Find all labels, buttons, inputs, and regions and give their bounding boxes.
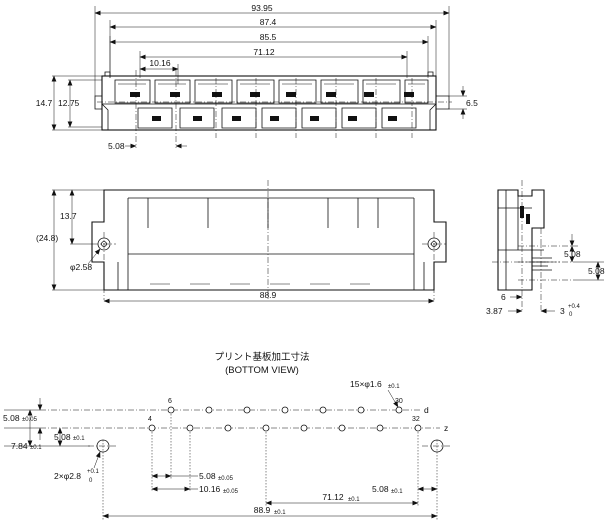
pcb-mount-tol-plus-label: +0.1 <box>87 469 100 475</box>
pcb-row-z-label: z <box>444 423 448 433</box>
pcb-hole <box>224 424 232 432</box>
side-hole-dia-label: φ2.58 <box>70 262 92 272</box>
front-height-147-label: 14.7 <box>36 98 53 108</box>
pcb-mount-holes-label: 2×φ2.8 <box>54 471 81 481</box>
pcb-hole <box>243 406 251 414</box>
pcb-layout: プリント基板加工寸法 (BOTTOM VIEW) d z <box>3 351 452 520</box>
side-height-137-label: 13.7 <box>60 211 77 221</box>
pcb-span-889-tol-label: ±0.1 <box>274 510 286 516</box>
front-upper-cavities <box>114 79 429 104</box>
pcb-hole <box>205 406 213 414</box>
end-dim-3-label: 3 <box>560 306 565 316</box>
pcb-hole <box>357 406 365 414</box>
pcb-subtitle: (BOTTOM VIEW) <box>225 365 299 376</box>
pcb-hole <box>148 424 156 432</box>
front-width-7112-label: 71.12 <box>253 47 275 57</box>
pcb-title: プリント基板加工寸法 <box>214 351 309 363</box>
end-pitch-a-label: 5.08 <box>564 249 581 259</box>
end-tol-plus-label: +0.4 <box>568 304 581 310</box>
front-right-65-label: 6.5 <box>466 98 478 108</box>
pcb-row-d-holes <box>167 406 403 414</box>
pcb-row-offset-label: 5.08 <box>54 432 71 442</box>
pcb-hole <box>395 406 403 414</box>
end-pitch-b-label: 5.08 <box>588 266 605 276</box>
pcb-hole <box>167 406 175 414</box>
pcb-hole <box>186 424 194 432</box>
front-view: 93.95 87.4 85.5 71.12 10.16 <box>36 3 478 151</box>
pcb-hole <box>281 406 289 414</box>
pcb-mount-offset-label: 7.84 <box>11 441 28 451</box>
pcb-holes-main-label: 15×φ1.6 <box>350 379 382 389</box>
pcb-row-z-holes <box>148 424 422 432</box>
pcb-hole <box>376 424 384 432</box>
pcb-pitch-508-label: 5.08 <box>199 471 216 481</box>
end-view: 5.08 5.08 6 3.87 3 +0.4 0 <box>486 180 605 318</box>
pcb-pin-4-label: 4 <box>148 416 152 423</box>
pcb-hole <box>262 424 270 432</box>
pcb-pin-32-label: 32 <box>412 416 420 423</box>
pcb-pin-30-label: 30 <box>395 398 403 405</box>
pcb-row-d-label: d <box>424 405 429 415</box>
end-tol-zero-label: 0 <box>569 312 573 318</box>
front-width-874-label: 87.4 <box>260 17 277 27</box>
pcb-hole <box>414 424 422 432</box>
front-pitch-1016-label: 10.16 <box>149 58 171 68</box>
pcb-row-offset-tol-label: ±0.1 <box>73 436 85 442</box>
pcb-end-508-tol-label: ±0.1 <box>391 489 403 495</box>
pcb-hole <box>300 424 308 432</box>
pcb-hole <box>319 406 327 414</box>
front-pitch-508-label: 5.08 <box>108 141 125 151</box>
front-height-1275-label: 12.75 <box>58 98 80 108</box>
end-dim-387-label: 3.87 <box>486 306 503 316</box>
front-lower-cavities <box>137 107 417 129</box>
pcb-span-7112-tol-label: ±0.1 <box>348 497 360 503</box>
pcb-mount-offset-tol-label: ±0.1 <box>30 445 42 451</box>
pcb-row-pitch-label: 5.08 <box>3 413 20 423</box>
pcb-pitch-1016-label: 10.16 <box>199 484 221 494</box>
side-mount-pitch-label: 88.9 <box>260 290 277 300</box>
side-height-248-label: (24.8) <box>36 233 58 243</box>
side-view: 13.7 (24.8) φ2.58 88.9 <box>36 180 447 304</box>
pcb-pin-6-label: 6 <box>168 398 172 405</box>
pcb-pitch-1016-tol-label: ±0.05 <box>223 489 239 495</box>
pcb-holes-tol-label: ±0.1 <box>388 384 400 390</box>
pcb-span-889-label: 88.9 <box>254 505 271 515</box>
pcb-hole <box>338 424 346 432</box>
end-dim-6-label: 6 <box>501 292 506 302</box>
pcb-pitch-508-tol-label: ±0.05 <box>218 476 234 482</box>
front-overall-width-label: 93.95 <box>251 3 273 13</box>
pcb-mount-tol-zero-label: 0 <box>89 478 93 484</box>
pcb-span-7112-label: 71.12 <box>322 492 344 502</box>
pcb-end-508-label: 5.08 <box>372 484 389 494</box>
front-width-855-label: 85.5 <box>260 32 277 42</box>
